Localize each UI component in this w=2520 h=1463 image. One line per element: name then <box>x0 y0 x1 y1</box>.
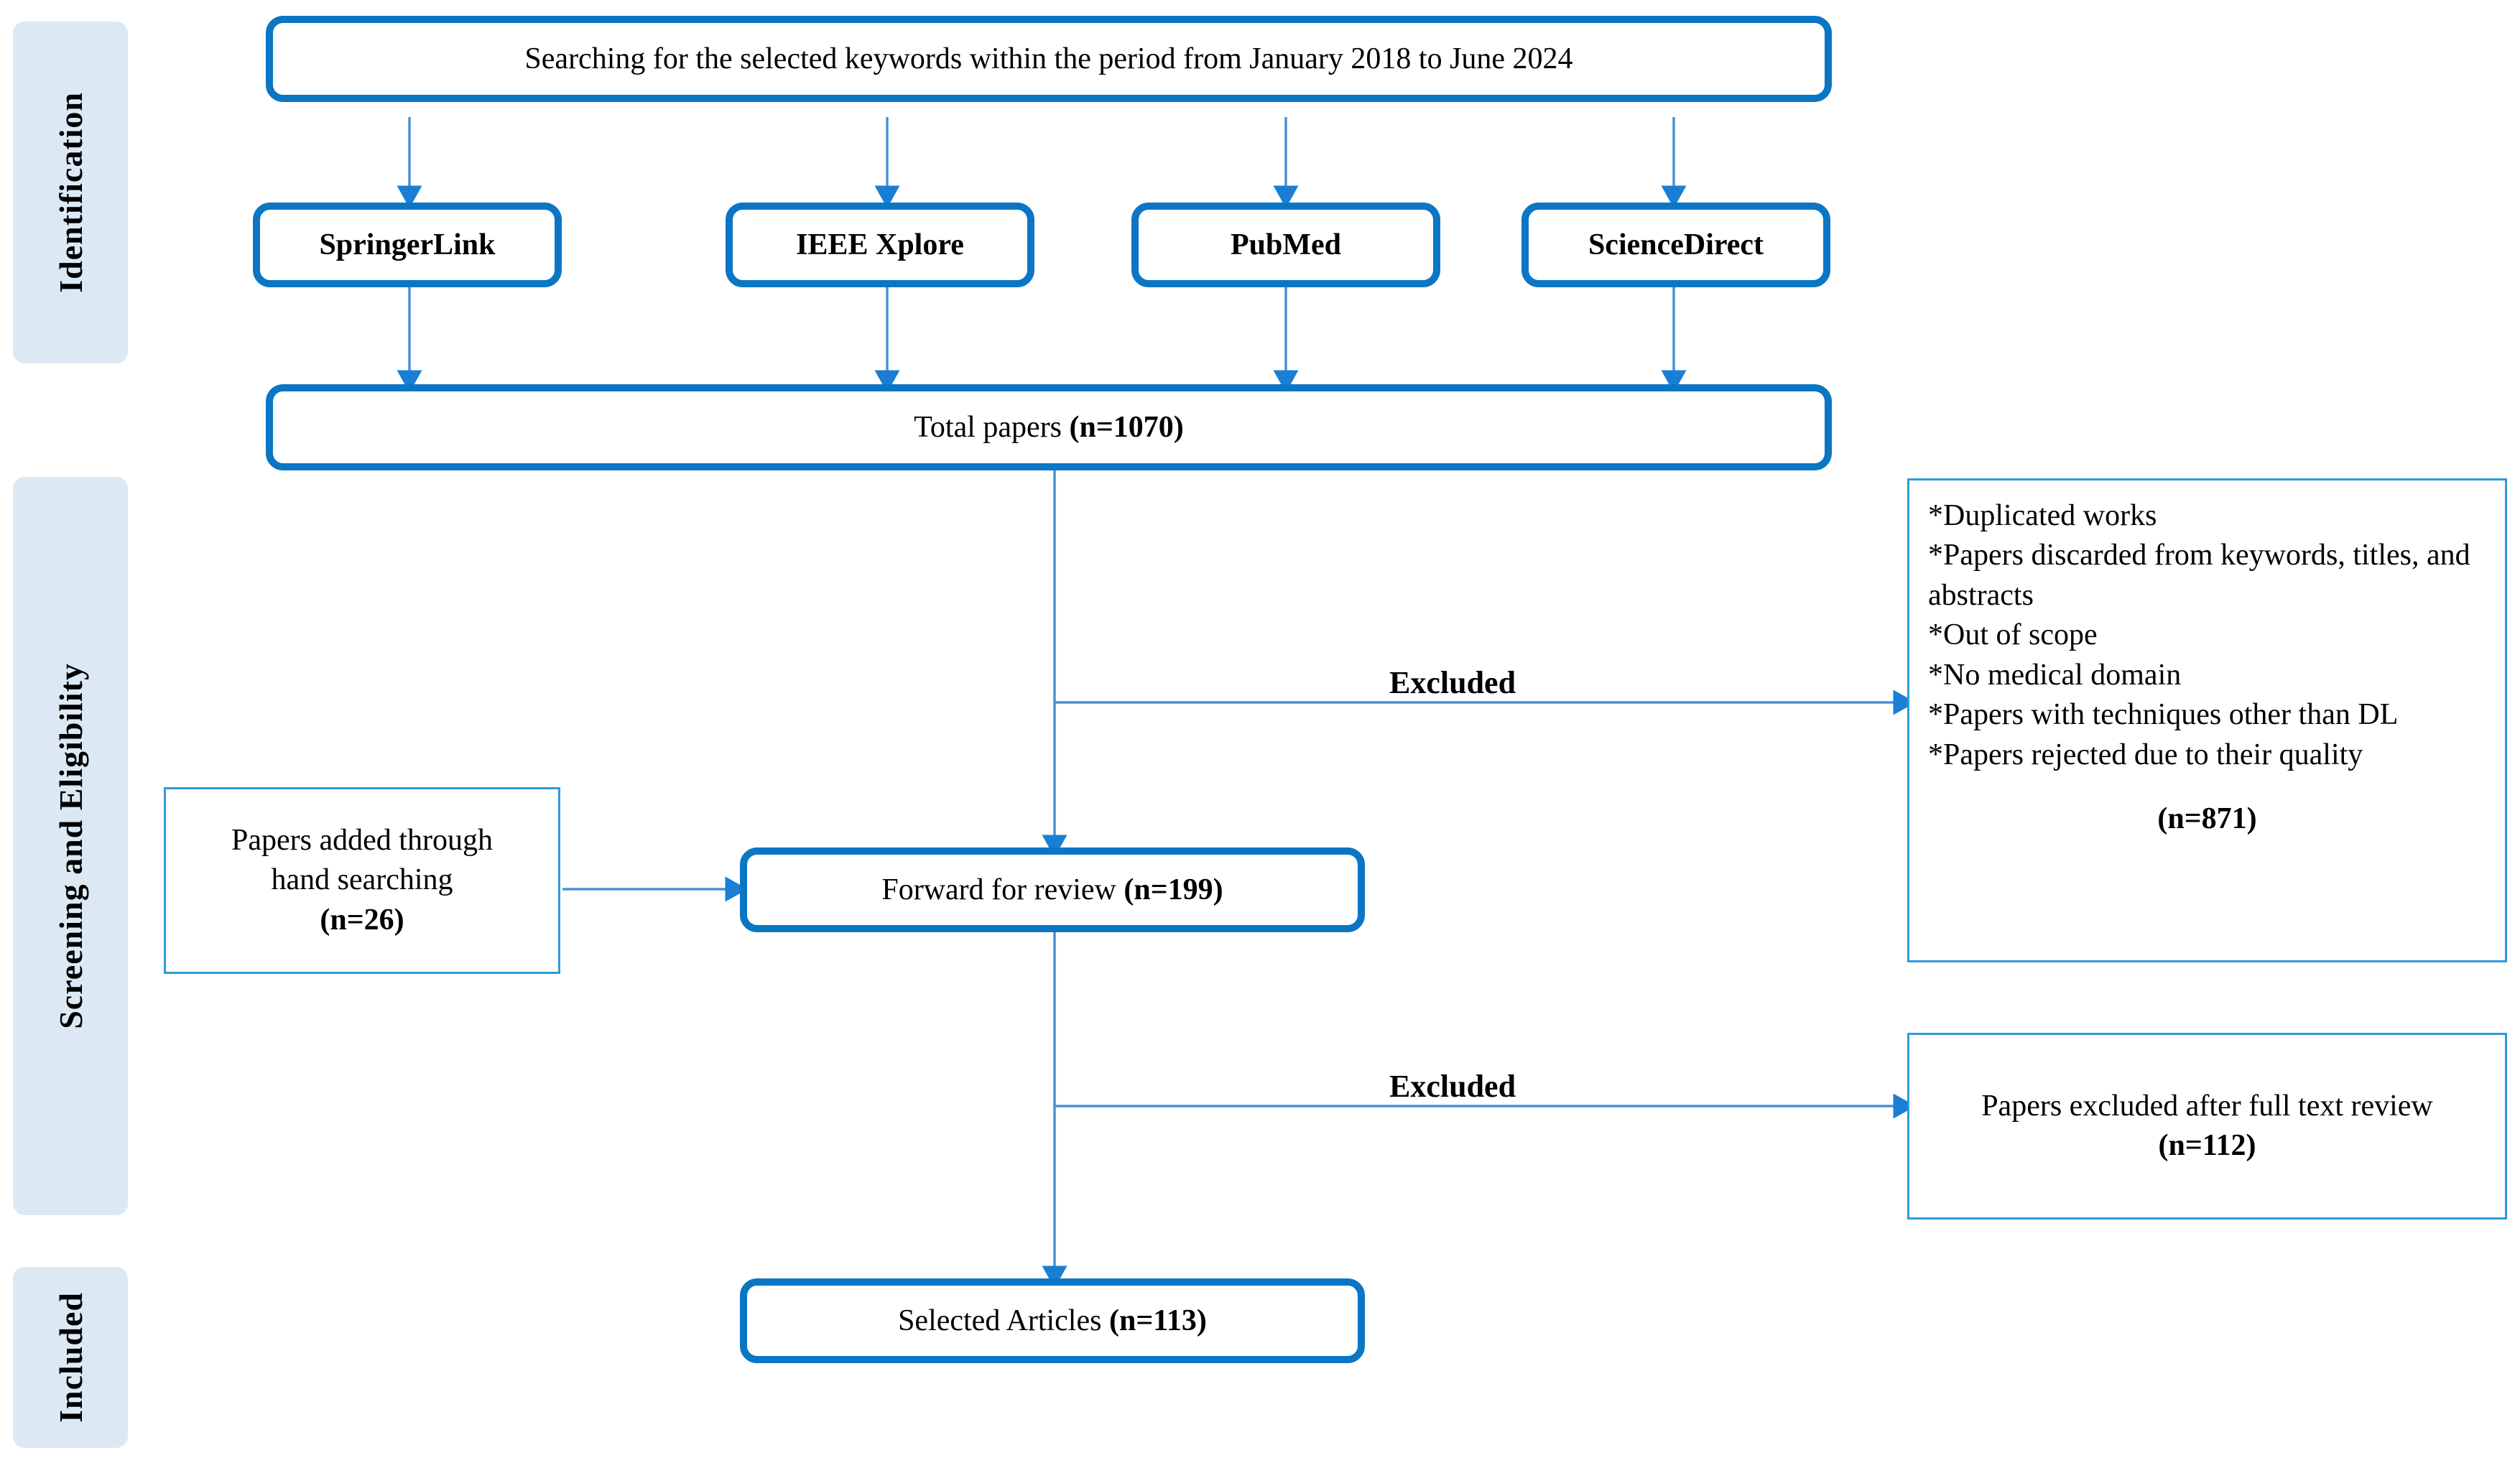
stage-included: Included <box>13 1267 128 1448</box>
database-label: IEEE Xplore <box>796 228 964 261</box>
fulltext-exclusion-box: Papers excluded after full text review (… <box>1907 1033 2507 1220</box>
forward-for-review-label: Forward for review <box>881 873 1124 906</box>
excluded-label-screening: Excluded <box>1389 665 1516 700</box>
stage-identification: Identification <box>13 22 128 363</box>
database-box-pubmed[interactable]: PubMed <box>1131 203 1440 287</box>
selected-articles-count: (n=113) <box>1108 1304 1207 1337</box>
exclusion-criteria-item: *Papers with techniques other than DL <box>1928 698 2399 732</box>
excluded-label-fulltext: Excluded <box>1389 1069 1516 1104</box>
forward-for-review-box: Forward for review (n=199) <box>740 847 1365 932</box>
search-keywords-box: Searching for the selected keywords with… <box>266 16 1832 102</box>
database-box-ieee-xplore[interactable]: IEEE Xplore <box>726 203 1034 287</box>
exclusion-criteria-item: *Papers rejected due to their quality <box>1928 738 2363 771</box>
fulltext-exclusion-text: Papers excluded after full text review <box>1981 1089 2433 1123</box>
total-papers-box: Total papers (n=1070) <box>266 384 1832 470</box>
exclusion-criteria-item: *Out of scope <box>1928 618 2098 652</box>
exclusion-criteria-count: (n=871) <box>2157 802 2257 836</box>
hand-searching-line-1: Papers added through <box>231 823 493 857</box>
total-papers-label: Total papers <box>914 410 1070 444</box>
hand-searching-box: Papers added through hand searching (n=2… <box>164 787 560 974</box>
selected-articles-label: Selected Articles <box>898 1304 1109 1337</box>
database-label: SpringerLink <box>319 228 496 261</box>
exclusion-criteria-item: *Papers discarded from keywords, titles,… <box>1928 539 2470 612</box>
stage-screening-eligibility-label: Screening and Eligibility <box>52 663 89 1029</box>
search-keywords-text: Searching for the selected keywords with… <box>524 42 1573 75</box>
selected-articles-box: Selected Articles (n=113) <box>740 1278 1365 1363</box>
stage-identification-label: Identification <box>52 92 89 293</box>
exclusion-criteria-box: *Duplicated works *Papers discarded from… <box>1907 478 2507 962</box>
exclusion-criteria-item: *No medical domain <box>1928 658 2182 692</box>
database-label: PubMed <box>1230 228 1341 261</box>
stage-screening-eligibility: Screening and Eligibility <box>13 477 128 1215</box>
fulltext-exclusion-count: (n=112) <box>2158 1129 2256 1162</box>
database-box-sciencedirect[interactable]: ScienceDirect <box>1521 203 1830 287</box>
database-label: ScienceDirect <box>1588 228 1764 261</box>
hand-searching-line-2: hand searching <box>271 863 453 897</box>
total-papers-count: (n=1070) <box>1069 410 1184 444</box>
forward-for-review-count: (n=199) <box>1124 873 1223 906</box>
exclusion-criteria-item: *Duplicated works <box>1928 499 2157 532</box>
stage-included-label: Included <box>52 1292 89 1423</box>
hand-searching-count: (n=26) <box>320 903 404 937</box>
database-box-springerlink[interactable]: SpringerLink <box>253 203 562 287</box>
